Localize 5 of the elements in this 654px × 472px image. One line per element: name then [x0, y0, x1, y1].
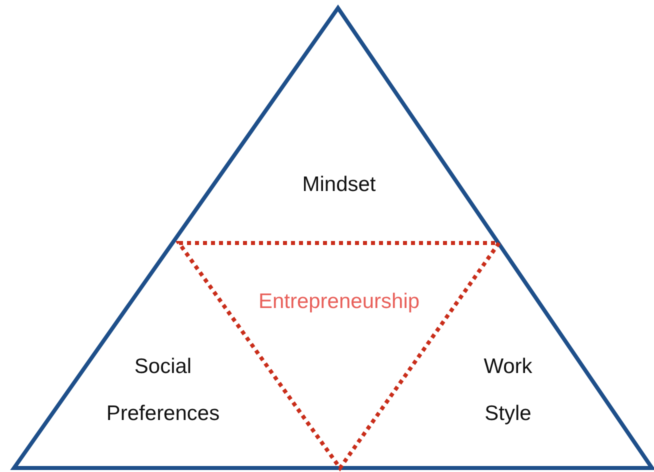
triangle-outline [10, 4, 654, 472]
triangle-label: Entrepreneurship [257, 289, 421, 315]
region-label: Social Preferences [105, 354, 221, 427]
region-label: Mindset [301, 172, 377, 198]
region-label: Work Style [482, 354, 534, 427]
